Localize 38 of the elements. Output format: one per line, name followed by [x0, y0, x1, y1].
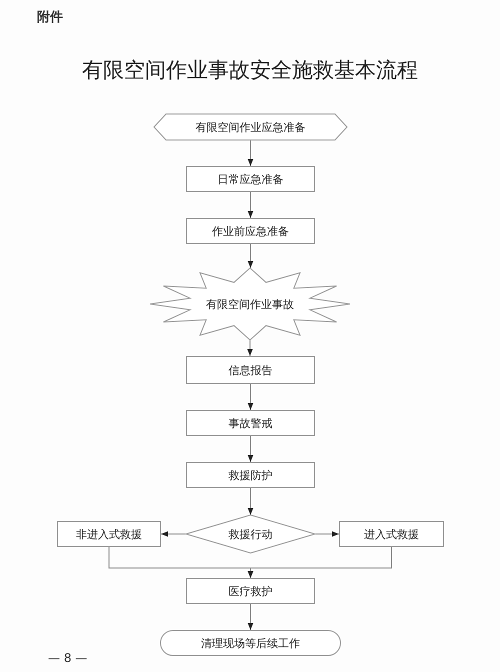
node-label: 作业前应急准备 [212, 224, 289, 238]
process-box [57, 521, 161, 547]
node-label: 事故警戒 [228, 416, 272, 430]
node-label: 医疗救护 [228, 584, 272, 598]
arrow [248, 244, 254, 268]
arrow [314, 531, 340, 537]
process-box [186, 218, 315, 244]
process-box [186, 578, 315, 604]
terminal-box [160, 630, 341, 656]
process-box [186, 356, 315, 384]
page-number: — 8 — [48, 651, 88, 665]
diagram-title: 有限空间作业事故安全施救基本流程 [81, 57, 419, 84]
event-starburst [150, 268, 350, 340]
process-box [186, 410, 315, 436]
preparation-hexagon [154, 114, 347, 140]
node-label: 有限空间作业应急准备 [196, 120, 306, 134]
arrow [248, 604, 254, 630]
process-box [186, 166, 315, 192]
arrow [247, 340, 253, 356]
decision-diamond [186, 515, 315, 553]
arrow [248, 140, 254, 166]
attachment-label: 附件 [37, 9, 63, 26]
arrow [248, 192, 254, 218]
arrow [248, 488, 254, 516]
node-label: 救援防护 [228, 468, 272, 482]
arrow [160, 531, 186, 537]
node-label: 清理现场等后续工作 [201, 636, 300, 650]
node-label: 非进入式救援 [76, 526, 142, 542]
node-label: 信息报告 [228, 362, 272, 378]
node-label: 进入式救援 [364, 526, 419, 542]
process-box [339, 521, 444, 547]
node-label: 日常应急准备 [218, 172, 284, 186]
node-label: 有限空间作业事故 [206, 296, 294, 312]
arrow [248, 384, 254, 410]
process-box [186, 462, 315, 488]
arrow [248, 546, 392, 578]
node-label: 救援行动 [228, 526, 272, 542]
arrow [248, 436, 254, 462]
